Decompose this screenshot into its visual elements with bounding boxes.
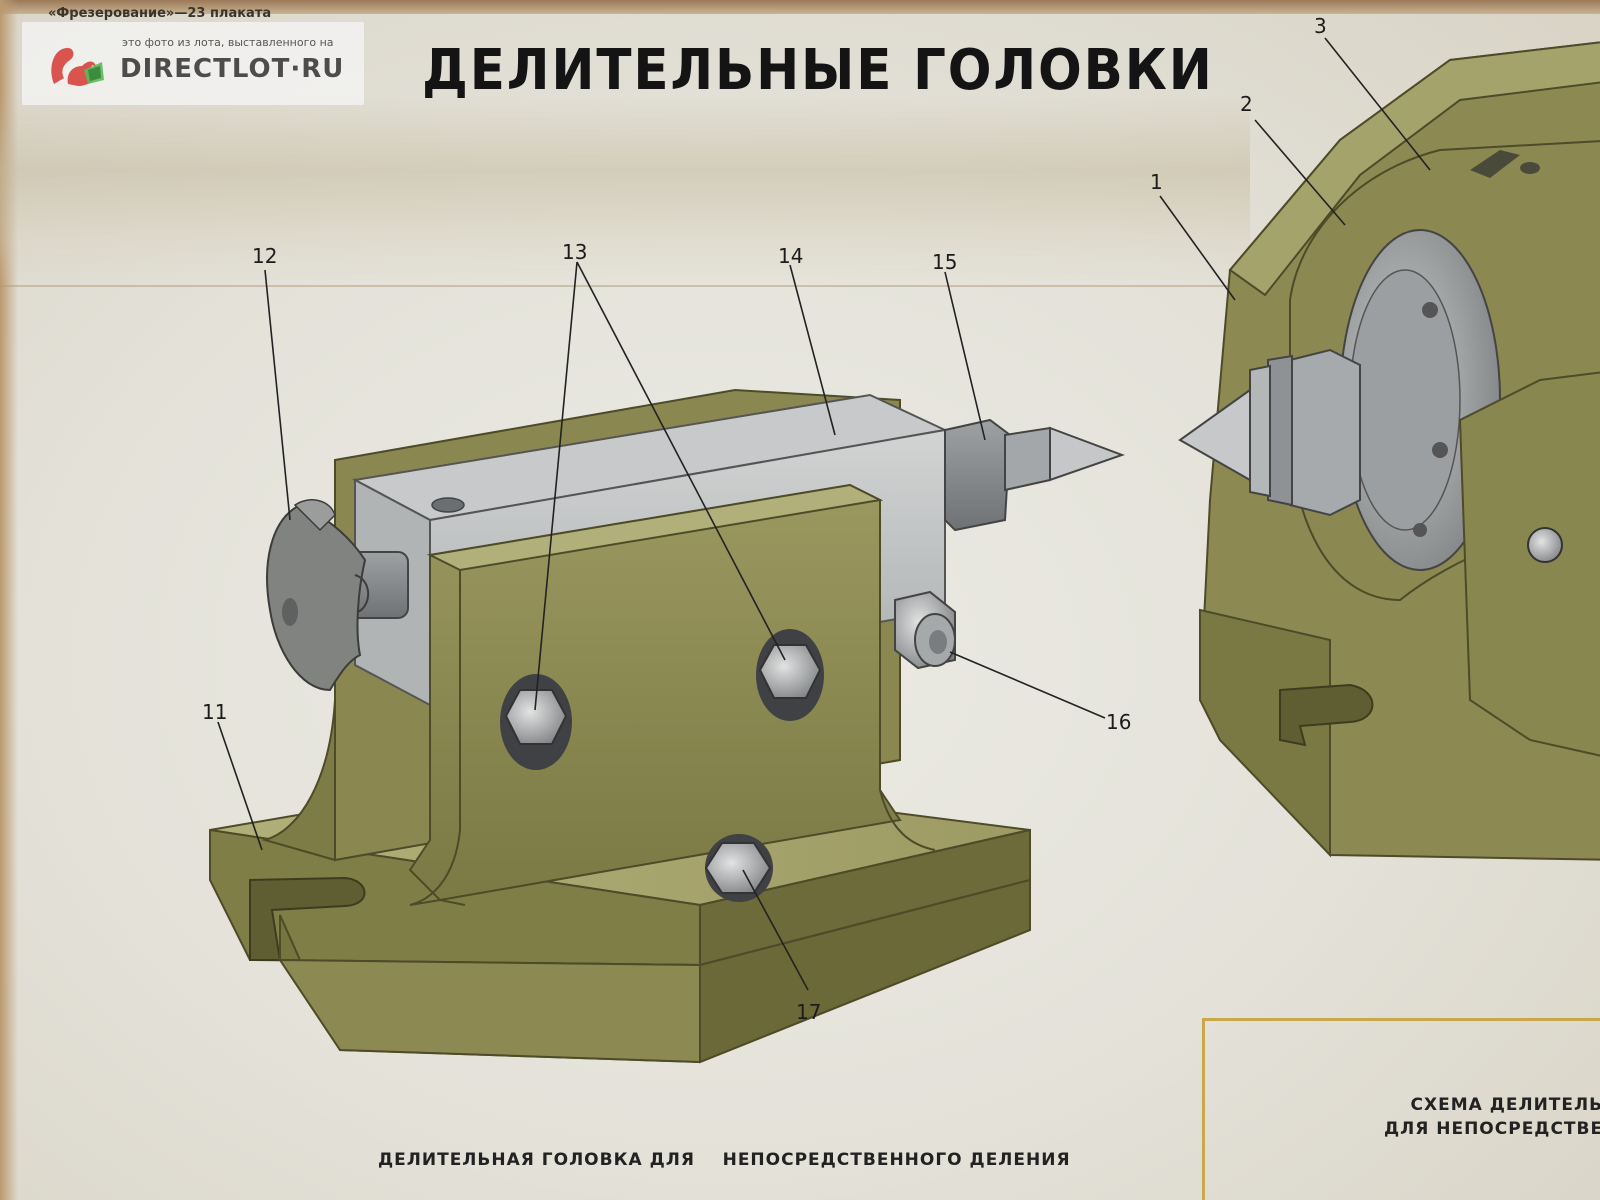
- illustration-caption: ДЕЛИТЕЛЬНАЯ ГОЛОВКА ДЛЯ НЕПОСРЕДСТВЕННОГ…: [378, 1150, 1071, 1170]
- dividing-head: [1178, 41, 1600, 861]
- bolt-13-left: [500, 674, 572, 770]
- watermark: это фото из лота, выставленного на DIREC…: [22, 22, 364, 105]
- watermark-brand: DIRECTLOT·RU: [120, 54, 345, 84]
- scheme-title-line1: СХЕМА ДЕЛИТЕЛЬНОЙ: [1410, 1095, 1600, 1115]
- callout-1: 1: [1150, 170, 1163, 194]
- poster-title: ДЕЛИТЕЛЬНЫЕ ГОЛОВКИ: [422, 38, 1214, 103]
- leader-lines: [217, 37, 1431, 991]
- bolt-13-right: [756, 629, 824, 721]
- water-stain: [0, 95, 1250, 287]
- tailstock: [209, 388, 1125, 1064]
- callout-17: 17: [796, 1000, 822, 1024]
- series-label: «Фрезерование»—23 плаката: [48, 6, 272, 21]
- callout-15: 15: [932, 250, 958, 274]
- bolt-17: [704, 834, 773, 902]
- callout-12: 12: [252, 244, 278, 268]
- squirrel-logo-icon: [51, 47, 104, 86]
- callout-14: 14: [778, 244, 804, 268]
- watermark-caption: это фото из лота, выставленного на: [122, 36, 334, 49]
- callout-11: 11: [202, 700, 228, 724]
- poster-left-edge: [0, 0, 18, 1200]
- poster-top-edge: [0, 0, 1600, 14]
- callout-3: 3: [1314, 14, 1327, 38]
- callout-13: 13: [562, 240, 588, 264]
- scheme-frame: СХЕМА ДЕЛИТЕЛЬНОЙ ДЛЯ НЕПОСРЕДСТВЕННО: [1202, 1018, 1600, 1200]
- callout-2: 2: [1240, 92, 1253, 116]
- scheme-title-line2: ДЛЯ НЕПОСРЕДСТВЕННО: [1383, 1119, 1600, 1139]
- callout-16: 16: [1106, 710, 1132, 734]
